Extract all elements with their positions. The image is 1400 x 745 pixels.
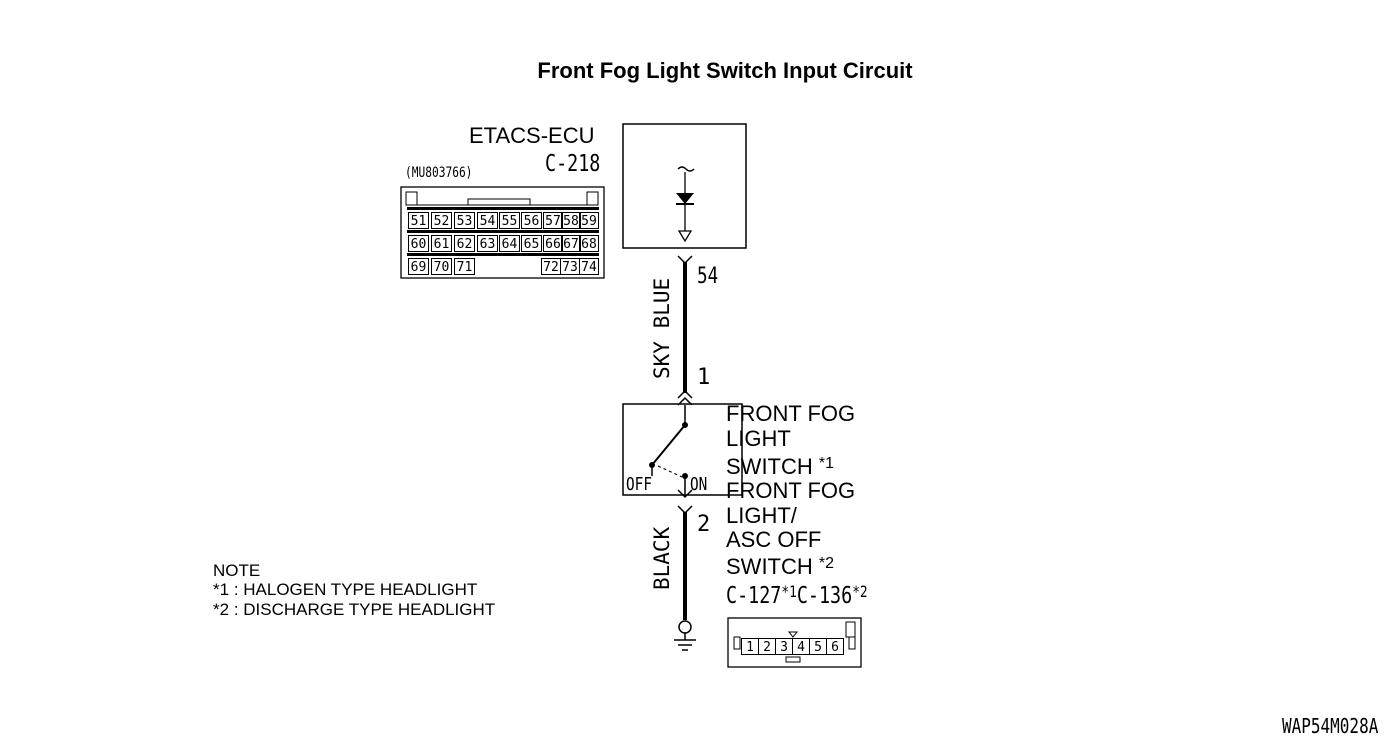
ecu-pin: 65 [521, 235, 542, 252]
footnote-mark: *1 [781, 582, 797, 601]
ecu-pin: 60 [408, 235, 429, 252]
diagram-title: Front Fog Light Switch Input Circuit [537, 58, 913, 83]
ecu-pin: 63 [477, 235, 498, 252]
switch-connector-outline [727, 617, 862, 668]
footnote-mark: *2 [818, 555, 835, 572]
switch-connector-ids: C-127*1C-136*2 [726, 580, 868, 608]
switch2-name-line: FRONT FOG [726, 478, 856, 503]
ecu-pin: 61 [431, 235, 452, 252]
switch-pin: 3 [775, 638, 793, 655]
note-line-1: *1 : HALOGEN TYPE HEADLIGHT [213, 580, 478, 599]
switch2-name-line: LIGHT/ [726, 503, 797, 528]
ecu-pin: 62 [454, 235, 475, 252]
ecu-box [622, 123, 747, 249]
ecu-pin: 58 [561, 212, 581, 229]
switch-lever [651, 424, 686, 466]
ecu-connector-id: C-218 [545, 151, 601, 177]
ecu-pin-label: 54 [697, 264, 719, 289]
ecu-part-number: (MU803766) [405, 165, 473, 181]
ground-icon [678, 620, 692, 634]
switch-off-label: OFF [626, 474, 653, 495]
ecu-pin: 66 [543, 235, 563, 252]
switch2-name-line: ASC OFF [726, 527, 822, 552]
connector1-id: C-127 [726, 583, 782, 609]
ecu-pin: 57 [543, 212, 563, 229]
ecu-pin: 55 [499, 212, 520, 229]
ecu-pin: 52 [431, 212, 452, 229]
figure-code: WAP54M028A [1282, 714, 1379, 738]
switch-on-label: ON [690, 474, 708, 495]
ecu-pin: 68 [579, 235, 599, 252]
arrow-down-icon [677, 230, 693, 243]
footnote-mark: *1 [818, 455, 835, 472]
footnote-mark: *2 [852, 582, 868, 601]
switch-pin-2-label: 2 [697, 512, 711, 537]
ecu-supply-symbol [677, 166, 695, 172]
ecu-pin: 74 [579, 258, 599, 275]
switch-pin: 2 [758, 638, 776, 655]
ecu-connector-outline [400, 186, 605, 279]
footnote-mark: *1 [213, 580, 230, 599]
switch2-name-line: SWITCH *2 [726, 554, 835, 579]
ecu-pin: 56 [521, 212, 542, 229]
switch1-name-line: FRONT FOG [726, 401, 856, 426]
switch-pin: 1 [741, 638, 759, 655]
ecu-pin: 54 [477, 212, 498, 229]
diode-icon [676, 193, 694, 204]
note-heading: NOTE [213, 561, 261, 580]
ecu-pin: 51 [408, 212, 429, 229]
switch-pin-1-label: 1 [697, 365, 711, 390]
ecu-pin: 69 [408, 258, 429, 275]
ecu-pin: 73 [560, 258, 580, 275]
switch-pin: 4 [792, 638, 810, 655]
ecu-pin: 71 [454, 258, 475, 275]
ecu-pin: 59 [579, 212, 599, 229]
wire-color-top: SKY BLUE [650, 277, 674, 379]
connector2-id: C-136 [796, 583, 853, 609]
switch1-name-line: SWITCH *1 [726, 454, 835, 479]
note-line-2: *2 : DISCHARGE TYPE HEADLIGHT [213, 600, 496, 619]
ecu-pin: 70 [431, 258, 452, 275]
ecu-pin: 67 [561, 235, 581, 252]
ecu-pin: 53 [454, 212, 475, 229]
switch-pin: 6 [826, 638, 844, 655]
switch-pin: 5 [809, 638, 827, 655]
wire-color-bottom: BLACK [650, 526, 674, 590]
footnote-mark: *2 [213, 600, 230, 619]
ecu-pin: 72 [541, 258, 561, 275]
ecu-pin: 64 [499, 235, 520, 252]
ecu-name: ETACS-ECU [469, 123, 595, 148]
switch1-name-line: LIGHT [726, 426, 791, 451]
